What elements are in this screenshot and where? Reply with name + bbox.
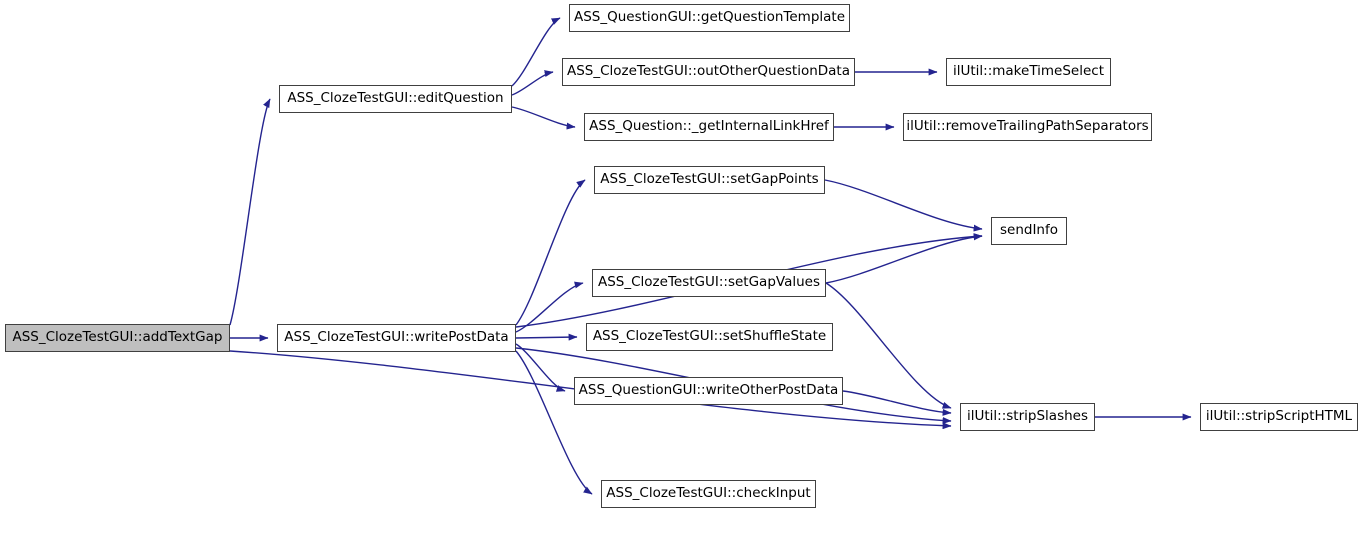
graph-edge-setGapValues-to-stripSlashes <box>825 282 952 409</box>
graph-node-makeTimeSelect[interactable]: ilUtil::makeTimeSelect <box>946 58 1111 86</box>
graph-node-sendInfo[interactable]: sendInfo <box>991 217 1067 245</box>
graph-node-getQuestionTemplate[interactable]: ASS_QuestionGUI::getQuestionTemplate <box>569 4 850 32</box>
graph-node-addTextGap[interactable]: ASS_ClozeTestGUI::addTextGap <box>5 324 230 352</box>
graph-edge-writePostData-to-checkInput <box>515 350 593 495</box>
graph-edge-editQuestion-to-getInternalLinkHref <box>511 106 576 130</box>
graph-edge-writePostData-to-writeOtherPostData <box>515 343 566 392</box>
graph-node-setGapPoints[interactable]: ASS_ClozeTestGUI::setGapPoints <box>594 166 825 194</box>
graph-edge-editQuestion-to-getQuestionTemplate <box>511 17 561 87</box>
graph-edge-writePostData-to-setGapPoints <box>515 179 586 326</box>
graph-edge-writePostData-to-setShuffleState <box>515 333 578 341</box>
graph-node-writePostData[interactable]: ASS_ClozeTestGUI::writePostData <box>277 324 516 352</box>
graph-node-outOtherQuestionData[interactable]: ASS_ClozeTestGUI::outOtherQuestionData <box>562 58 855 86</box>
graph-node-stripScriptHTML[interactable]: ilUtil::stripScriptHTML <box>1200 403 1358 431</box>
graph-node-editQuestion[interactable]: ASS_ClozeTestGUI::editQuestion <box>279 85 512 113</box>
graph-node-removeTrailingPathSeparators[interactable]: ilUtil::removeTrailingPathSeparators <box>903 113 1152 141</box>
graph-edge-setGapPoints-to-sendInfo <box>824 179 983 232</box>
graph-edge-editQuestion-to-outOtherQuestionData <box>511 70 554 96</box>
graph-node-setGapValues[interactable]: ASS_ClozeTestGUI::setGapValues <box>592 269 826 297</box>
graph-edge-setGapValues-to-sendInfo <box>825 233 983 284</box>
graph-node-stripSlashes[interactable]: ilUtil::stripSlashes <box>960 403 1095 431</box>
graph-node-setShuffleState[interactable]: ASS_ClozeTestGUI::setShuffleState <box>586 323 833 351</box>
graph-edge-writeOtherPostData-to-stripSlashes <box>842 390 952 416</box>
graph-edge-writePostData-to-setGapValues <box>515 281 584 333</box>
graph-node-checkInput[interactable]: ASS_ClozeTestGUI::checkInput <box>601 480 816 508</box>
graph-edge-addTextGap-to-editQuestion <box>229 98 271 326</box>
graph-node-getInternalLinkHref[interactable]: ASS_Question::_getInternalLinkHref <box>584 113 834 141</box>
graph-node-writeOtherPostData[interactable]: ASS_QuestionGUI::writeOtherPostData <box>574 377 843 405</box>
